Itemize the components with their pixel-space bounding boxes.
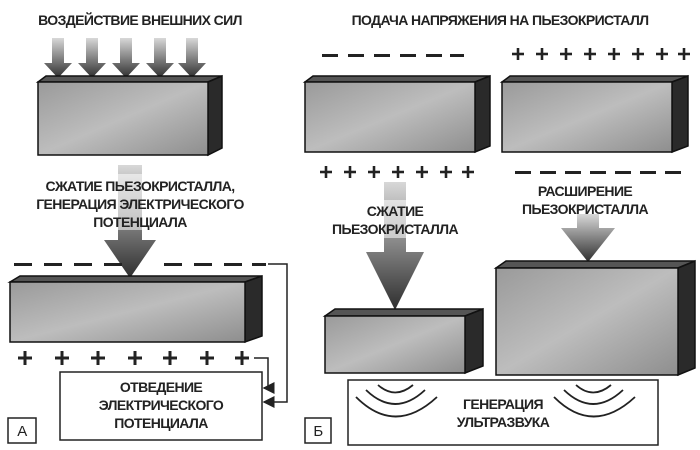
output-a-line-1: ОТВЕДЕНИЕ <box>120 379 203 395</box>
negative-charges-b-bottom <box>515 171 681 174</box>
expand-line-2: ПЬЕЗОКРИСТАЛЛА <box>522 201 648 217</box>
negative-charges-b-top <box>322 54 464 57</box>
output-box-b <box>347 379 659 446</box>
output-a-line-3: ПОТЕНЦИАЛА <box>114 415 208 431</box>
crystal-block-b4-expanded <box>493 259 696 377</box>
panel-a-title: ВОЗДЕЙСТВИЕ ВНЕШНИХ СИЛ <box>38 11 242 28</box>
caption-line-3: ПОТЕНЦИАЛА <box>93 214 187 230</box>
force-arrow-icon <box>112 38 140 78</box>
force-arrow-icon <box>44 38 72 78</box>
compression-arrow-b-icon <box>366 182 424 310</box>
panel-b-label-box <box>304 417 332 444</box>
expand-line-1: РАСШИРЕНИЕ <box>538 183 633 199</box>
negative-charges-a <box>14 263 266 266</box>
output-b-line-1: ГЕНЕРАЦИЯ <box>463 396 543 412</box>
crystal-block-b3-compressed <box>322 307 484 375</box>
crystal-block-a2 <box>7 274 263 344</box>
caption-line-2: ГЕНЕРАЦИЯ ЭЛЕКТРИЧЕСКОГО <box>36 196 244 212</box>
force-arrow-icon <box>178 38 206 78</box>
force-arrow-icon <box>78 38 106 78</box>
sound-waves-right-icon <box>553 384 636 418</box>
crystal-block-b2 <box>499 74 689 154</box>
crystal-block-a1 <box>35 74 223 157</box>
caption-line-1: СЖАТИЕ ПЬЕЗОКРИСТАЛЛА, <box>45 178 234 194</box>
panel-b-title: ПОДАЧА НАПРЯЖЕНИЯ НА ПЬЕЗОКРИСТАЛЛ <box>352 12 649 28</box>
panel-a-label: А <box>17 423 27 440</box>
force-arrow-icon <box>146 38 174 78</box>
positive-charges-b-top <box>512 48 690 60</box>
force-arrows <box>44 38 206 78</box>
compress-line-1: СЖАТИЕ <box>367 203 424 219</box>
compress-line-2: ПЬЕЗОКРИСТАЛЛА <box>332 221 458 237</box>
output-box-a <box>59 371 263 441</box>
connector-wires <box>254 263 288 408</box>
positive-charges-b-bottom <box>320 166 474 178</box>
panel-a-label-box <box>7 417 37 444</box>
panel-b-label: Б <box>313 423 323 440</box>
crystal-block-b1 <box>302 74 491 154</box>
output-a-line-2: ЭЛЕКТРИЧЕСКОГО <box>99 397 224 413</box>
expansion-arrow-b-icon <box>561 214 615 262</box>
output-b-line-2: УЛЬТРАЗВУКА <box>457 414 550 430</box>
positive-charges-a <box>18 351 249 365</box>
sound-waves-left-icon <box>355 384 438 418</box>
